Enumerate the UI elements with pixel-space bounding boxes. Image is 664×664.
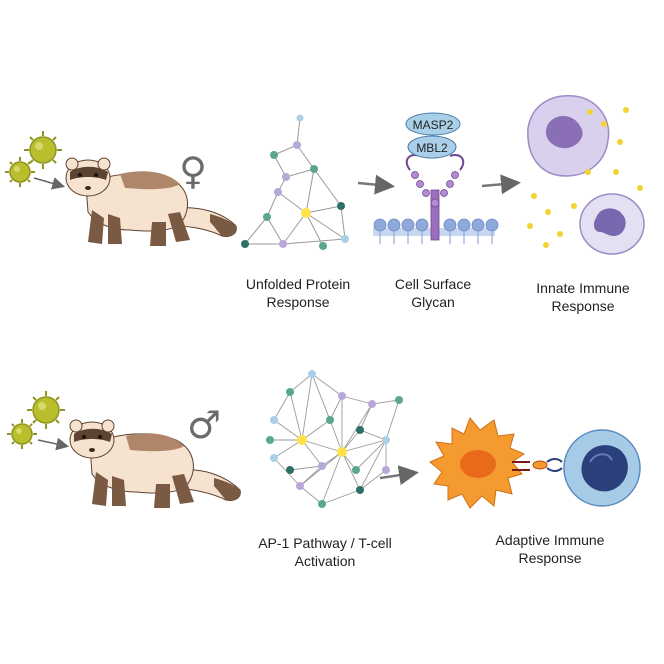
network-node bbox=[286, 388, 294, 396]
adaptive-line2: Response bbox=[518, 550, 582, 566]
masp2-protein: MASP2 bbox=[405, 112, 461, 136]
innate-immune-cells bbox=[527, 95, 645, 255]
ap1-network bbox=[266, 370, 403, 508]
network-node bbox=[308, 370, 316, 378]
flow-arrow bbox=[379, 465, 419, 486]
ap1-label: AP-1 Pathway / T-cell Activation bbox=[235, 534, 415, 570]
network-node bbox=[301, 208, 311, 218]
network-node bbox=[270, 454, 278, 462]
virus-group-female bbox=[5, 131, 66, 190]
virus-icon bbox=[24, 131, 62, 169]
network-node bbox=[270, 416, 278, 424]
unfolded-protein-line1: Unfolded Protein bbox=[245, 276, 351, 292]
cytokine-dots bbox=[527, 107, 643, 248]
virus-icon bbox=[27, 391, 65, 429]
network-node bbox=[319, 242, 327, 250]
network-node bbox=[337, 202, 345, 210]
network-node bbox=[382, 436, 390, 444]
network-node bbox=[318, 462, 326, 470]
infection-arrow bbox=[33, 177, 66, 190]
cell-surface-glycan: MASP2 MBL2 bbox=[373, 112, 499, 244]
receptor-complex bbox=[512, 458, 563, 472]
network-node bbox=[241, 240, 249, 248]
network-node bbox=[395, 396, 403, 404]
innate-label: Innate Immune Response bbox=[518, 279, 648, 315]
network-node bbox=[368, 400, 376, 408]
male-symbol: ♂ bbox=[187, 403, 221, 447]
network-node bbox=[352, 466, 360, 474]
network-node bbox=[282, 173, 290, 181]
unfolded-protein-label: Unfolded Protein Response bbox=[228, 275, 368, 311]
network-node bbox=[356, 426, 364, 434]
ap1-line1: AP-1 Pathway / T-cell bbox=[258, 535, 392, 551]
network-node bbox=[279, 240, 287, 248]
network-node bbox=[338, 392, 346, 400]
mbl2-protein: MBL2 bbox=[407, 135, 457, 159]
network-node bbox=[296, 114, 304, 122]
network-node bbox=[382, 466, 390, 474]
network-node bbox=[293, 141, 301, 149]
glycan-line2: Glycan bbox=[411, 294, 455, 310]
ferret-female bbox=[65, 157, 237, 246]
unfolded-protein-network bbox=[241, 114, 349, 250]
innate-line1: Innate Immune bbox=[536, 280, 630, 296]
infection-arrow bbox=[37, 437, 70, 451]
flow-arrow bbox=[481, 174, 521, 195]
adaptive-immune-cells bbox=[429, 417, 641, 509]
glycan-line1: Cell Surface bbox=[394, 276, 472, 292]
ap1-line2: Activation bbox=[294, 553, 356, 569]
virus-group-male bbox=[7, 391, 70, 451]
network-node bbox=[310, 165, 318, 173]
adaptive-label: Adaptive Immune Response bbox=[480, 531, 620, 567]
network-node bbox=[326, 416, 334, 424]
network-node bbox=[266, 436, 274, 444]
network-node bbox=[341, 235, 349, 243]
mbl2-label: MBL2 bbox=[416, 141, 448, 155]
network-node bbox=[297, 435, 307, 445]
unfolded-protein-line2: Response bbox=[266, 294, 330, 310]
network-node bbox=[270, 151, 278, 159]
virus-icon bbox=[5, 157, 35, 187]
network-node bbox=[356, 486, 364, 494]
female-symbol: ♀ bbox=[179, 149, 207, 193]
glycan-label: Cell Surface Glycan bbox=[368, 275, 498, 311]
network-node bbox=[286, 466, 294, 474]
network-node bbox=[296, 482, 304, 490]
innate-line2: Response bbox=[551, 298, 615, 314]
ferret-male bbox=[69, 419, 241, 508]
network-node bbox=[318, 500, 326, 508]
network-node bbox=[337, 447, 347, 457]
virus-icon bbox=[7, 419, 37, 449]
adaptive-line1: Adaptive Immune bbox=[495, 532, 605, 548]
flow-arrow bbox=[357, 174, 395, 195]
network-node bbox=[263, 213, 271, 221]
glycan-chain bbox=[405, 154, 465, 241]
network-node bbox=[274, 188, 282, 196]
masp2-label: MASP2 bbox=[413, 118, 454, 132]
